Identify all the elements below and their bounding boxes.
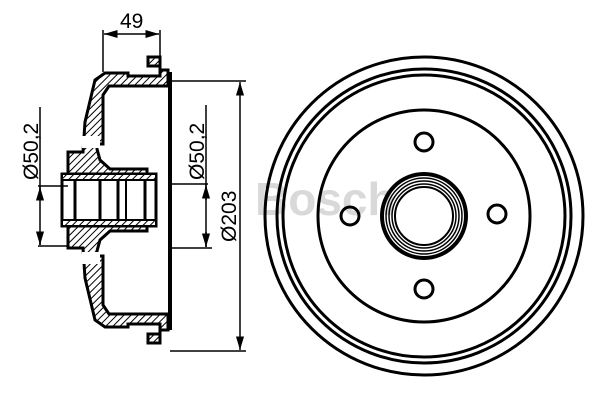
side-section-view	[35, 29, 246, 352]
hub-ring-1	[385, 177, 463, 255]
front-view	[263, 55, 585, 377]
dim-hub-left-label: Ø50,2	[20, 123, 43, 180]
hub-ring-2	[388, 180, 460, 252]
bolt-hole-top	[413, 131, 435, 153]
bolt-hole-right	[486, 203, 508, 225]
dim-outer-diameter-label: Ø203	[218, 191, 241, 242]
hub-outer	[380, 172, 468, 260]
drum-face-circle	[316, 108, 532, 324]
dim-hub-right-label: Ø50,2	[186, 123, 209, 180]
drum-ring-3	[281, 73, 567, 359]
dim-width-label: 49	[120, 10, 143, 33]
hub-ring-3	[391, 183, 457, 249]
hub-bore	[394, 186, 454, 246]
section-lower	[66, 217, 170, 345]
drum-outer-ring	[263, 55, 585, 377]
drum-ring-2	[275, 67, 573, 365]
bolt-hole-left	[339, 205, 361, 227]
section-upper	[66, 55, 170, 183]
bolt-hole-bottom	[413, 278, 435, 300]
